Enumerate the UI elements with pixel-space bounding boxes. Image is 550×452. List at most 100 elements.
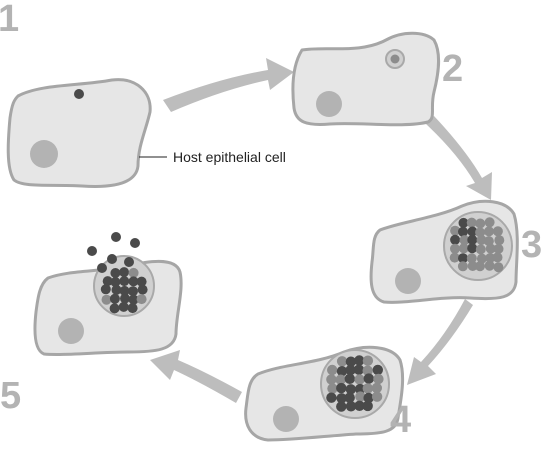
body-particle [450,243,460,254]
body-particle [100,284,111,295]
body-particle [336,393,347,404]
released-body [107,254,117,264]
body-particle [493,243,504,254]
cell-step-4 [244,345,405,442]
body-particle [458,226,468,237]
body-particle [326,392,337,403]
cycle-arrows [150,58,492,403]
body-particle [336,401,347,412]
body-particle [110,268,121,278]
cell-step-5 [33,232,183,357]
body-particle [371,382,382,394]
nucleus [30,140,58,168]
body-particle [109,303,120,314]
step-number-2: 2 [442,48,463,90]
body-particle [466,217,477,228]
elementary-body [74,89,84,99]
cell-step-3 [369,199,519,304]
body-particle [494,235,505,246]
body-particle [476,253,487,264]
body-particle [354,355,365,366]
body-particle [475,227,486,238]
body-particle [467,261,478,271]
body-particle [373,373,384,385]
body-particle [458,253,468,264]
body-particle [336,356,348,367]
released-body [87,246,97,256]
body-particle [136,276,147,287]
body-particle [136,294,147,305]
body-particle [449,252,460,263]
elementary-body [390,54,400,64]
body-particle [120,293,130,304]
body-particle [458,243,469,254]
body-particle [354,400,365,411]
body-particle [467,226,478,237]
nucleus [316,91,342,117]
step-number-4: 4 [390,399,411,441]
body-particle [101,294,112,305]
body-particle [353,364,365,375]
body-particle [484,217,495,228]
body-particle [128,286,138,297]
body-particle [118,301,129,312]
body-particle [484,226,494,237]
body-particle [127,303,138,314]
cell-step-2 [291,31,441,127]
nucleus [58,318,84,344]
body-particle [335,374,346,385]
body-particle [363,392,374,404]
body-particle [493,262,504,273]
body-particle [137,284,148,295]
body-particle [345,364,356,376]
body-particle [458,217,469,228]
released-elementary-bodies [87,232,140,273]
body-particle [362,383,373,394]
step-number-3: 3 [521,224,542,266]
released-body [111,232,121,242]
host-epithelial-cell-label: Host epithelial cell [173,149,286,165]
arrow-step3-to-step4 [407,299,473,385]
host-cell-outline [291,31,441,127]
body-particle [492,252,503,263]
body-particle [345,356,357,367]
body-particle [362,400,373,412]
body-particle [119,285,130,296]
body-particle [327,364,338,376]
body-particle [336,382,347,394]
body-particle [371,391,383,402]
body-particle [457,261,468,272]
body-particle [450,225,461,236]
body-particle [128,276,139,287]
developing-bodies-step-3 [449,217,505,273]
body-particle [326,374,337,385]
body-particle [475,218,486,229]
body-particle [345,384,356,395]
bodies-step-4 [326,355,384,412]
body-particle [336,366,348,377]
body-particle [476,235,487,245]
body-particle [459,235,470,246]
step-number-5: 5 [0,375,21,417]
body-particle [119,276,130,287]
body-particle [128,267,139,278]
body-particle [128,294,139,305]
body-particle [492,226,503,237]
body-particle [111,284,122,295]
released-body [97,263,107,273]
body-particle [467,243,478,254]
body-particle [466,253,477,264]
released-body [124,257,134,267]
body-particle [110,277,121,287]
bodies-step-5 [100,267,148,314]
body-particle [344,392,355,403]
body-particle [354,374,365,385]
body-particle [362,365,373,376]
arrow-step2-to-step3 [426,116,492,200]
cell-step-1 [6,78,152,188]
body-particle [354,383,366,395]
body-particle [119,267,130,278]
body-particle [450,234,461,245]
body-particle [483,236,494,247]
